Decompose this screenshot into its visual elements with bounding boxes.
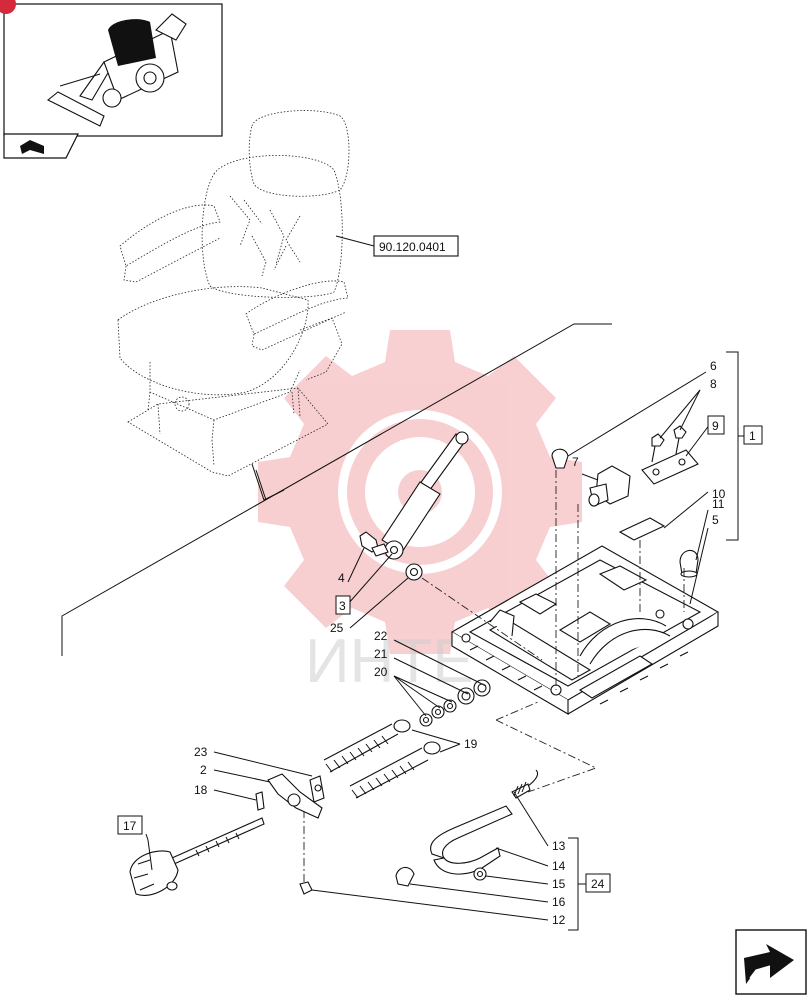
next-page-button[interactable] xyxy=(735,929,807,995)
callout-10: 10 xyxy=(712,487,726,501)
callout-6: 6 xyxy=(710,359,717,373)
handle-17 xyxy=(129,817,265,896)
seat-assembly xyxy=(117,110,350,477)
callout-21: 21 xyxy=(374,647,388,661)
callout-20: 20 xyxy=(374,665,388,679)
callout-25: 25 xyxy=(330,621,344,635)
callout-13: 13 xyxy=(552,839,566,853)
screw-12 xyxy=(299,881,313,895)
base-frame xyxy=(450,545,720,715)
machine-thumbnail[interactable] xyxy=(0,0,223,159)
callout-16: 16 xyxy=(552,895,566,909)
callout-18: 18 xyxy=(194,783,208,797)
callout-3: 3 xyxy=(339,599,346,613)
callout-15: 15 xyxy=(552,877,566,891)
cap-6 xyxy=(551,448,569,469)
bracket-2 xyxy=(267,773,323,819)
leader-lines xyxy=(145,351,744,931)
callout-19: 19 xyxy=(464,737,478,751)
rubber-stop-11 xyxy=(679,549,699,578)
reference-link-box[interactable]: 90.120.0401 xyxy=(373,235,459,257)
page-badge xyxy=(0,0,16,14)
callout-24: 24 xyxy=(591,877,605,891)
callout-17: 17 xyxy=(123,819,137,833)
callouts: 6 8 9 1 7 10 11 5 4 3 25 22 21 20 19 23 … xyxy=(117,359,763,927)
bushing xyxy=(405,563,423,581)
callout-5: 5 xyxy=(712,513,719,527)
callout-2: 2 xyxy=(200,763,207,777)
pad-10 xyxy=(618,517,666,541)
machine-thumbnail-icon xyxy=(46,13,187,127)
lever-assembly xyxy=(395,769,539,887)
callout-23: 23 xyxy=(194,745,208,759)
plate-9 xyxy=(641,449,699,485)
callout-22: 22 xyxy=(374,629,388,643)
watermark-text: ИНТЕ xyxy=(305,627,474,696)
pin-18 xyxy=(255,791,265,811)
callout-12: 12 xyxy=(552,913,566,927)
screw-4 xyxy=(359,531,389,557)
reference-code: 90.120.0401 xyxy=(379,240,446,254)
callout-11: 11 xyxy=(712,497,725,511)
springs xyxy=(323,719,441,799)
prev-arrow-icon[interactable] xyxy=(20,140,44,154)
gas-strut xyxy=(381,431,469,560)
callout-1: 1 xyxy=(749,429,756,443)
callout-8: 8 xyxy=(710,377,717,391)
latch-7 xyxy=(588,465,631,507)
spring-anchor-23 xyxy=(309,775,325,803)
callout-9: 9 xyxy=(712,419,719,433)
callout-4: 4 xyxy=(338,571,345,585)
next-arrow-icon xyxy=(744,944,794,984)
callout-14: 14 xyxy=(552,859,566,873)
callout-7: 7 xyxy=(572,455,579,469)
